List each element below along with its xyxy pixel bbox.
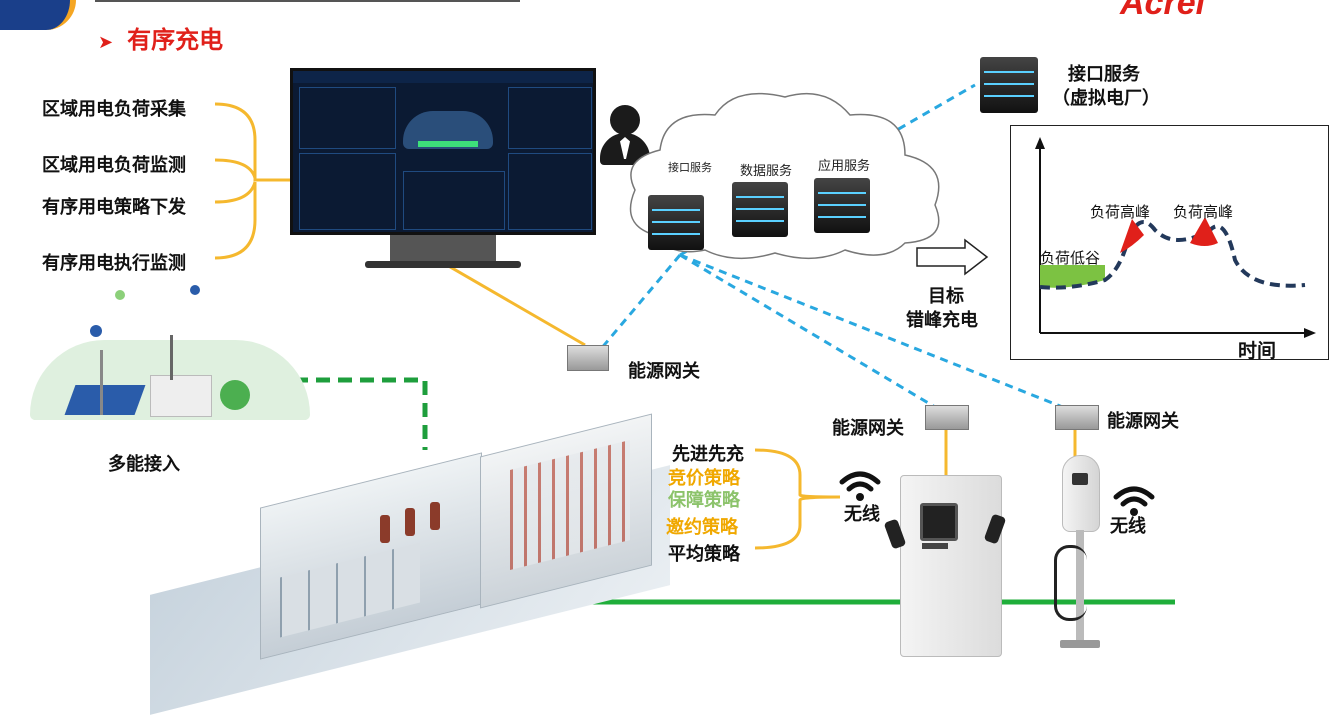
chart-xlabel: 时间: [1238, 340, 1276, 360]
cloud-service-label-app: 应用服务: [818, 159, 871, 174]
cloud-service-label-data: 数据服务: [740, 164, 793, 179]
peak-label-1: 负荷高峰: [1090, 203, 1150, 221]
vpp-label-line2: （虚拟电厂）: [1052, 88, 1160, 109]
function-label-strategy: 有序用电策略下发: [42, 197, 186, 218]
target-label-line2: 错峰充电: [906, 310, 978, 331]
charger-icon: [883, 475, 1007, 660]
monitor-icon: [290, 68, 596, 268]
target-label-line1: 目标: [928, 286, 964, 307]
valley-label: 负荷低谷: [1040, 249, 1100, 267]
wifi-icon: [1113, 486, 1155, 516]
server-icon: [980, 57, 1038, 113]
server-icon: [732, 182, 788, 237]
multi-energy-scene: [20, 285, 320, 430]
title-arrow-icon: ➤: [98, 32, 114, 53]
wifi-icon: [839, 471, 881, 501]
function-label-execute: 有序用电执行监测: [42, 253, 186, 274]
wireless-label-1: 无线: [844, 504, 880, 525]
strategy-invitation: 邀约策略: [666, 517, 738, 538]
load-curve-chart: 负荷低谷 负荷高峰 负荷高峰 时间: [1010, 125, 1329, 360]
strategy-guarantee: 保障策略: [668, 490, 740, 511]
function-label-collect: 区域用电负荷采集: [42, 99, 186, 120]
strategy-average: 平均策略: [668, 544, 740, 565]
gateway-label-main: 能源网关: [628, 361, 700, 382]
cloud-service-label-interface: 接口服务: [668, 161, 712, 174]
wireless-label-2: 无线: [1110, 516, 1146, 537]
peak-label-2: 负荷高峰: [1173, 203, 1233, 221]
vpp-label-line1: 接口服务: [1068, 64, 1140, 85]
strategy-bidding: 竞价策略: [668, 468, 740, 489]
user-icon: [600, 105, 650, 165]
charger-icon: [1050, 455, 1110, 665]
server-icon: [814, 178, 870, 233]
target-arrow-icon: [916, 238, 989, 276]
strategy-fifo: 先进先充: [672, 444, 744, 465]
gateway-label-charger2: 能源网关: [1107, 411, 1179, 432]
gateway-icon: [925, 405, 969, 430]
brand-logo: Acrel: [1120, 0, 1206, 22]
gateway-icon: [567, 345, 609, 371]
page-title: ➤ 有序充电: [98, 20, 223, 55]
function-label-monitor: 区域用电负荷监测: [42, 155, 186, 176]
page-title-text: 有序充电: [127, 26, 224, 54]
gateway-icon: [1055, 405, 1099, 430]
server-icon: [648, 195, 704, 250]
header-divider: [95, 0, 520, 2]
multi-energy-label: 多能接入: [108, 454, 180, 475]
substation-scene: [150, 380, 670, 715]
gateway-label-charger1: 能源网关: [832, 418, 904, 439]
